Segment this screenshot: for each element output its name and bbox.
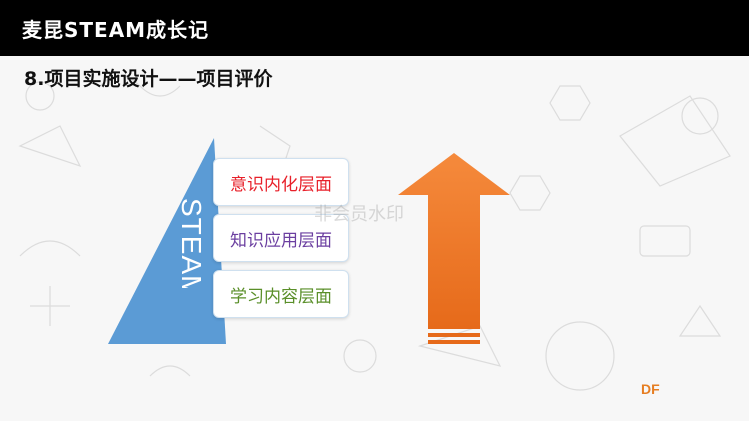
level-box-content: 学习内容层面 bbox=[213, 270, 349, 318]
steam-label: STEAM bbox=[176, 198, 207, 288]
watermark: 非会员水印 bbox=[314, 204, 404, 225]
level-label-application: 知识应用层面 bbox=[230, 231, 332, 251]
level-label-awareness: 意识内化层面 bbox=[230, 175, 332, 195]
science-doodle-background bbox=[18, 75, 731, 391]
df-badge: DF bbox=[641, 381, 660, 397]
section-title: 8.项目实施设计——项目评价 bbox=[24, 68, 273, 90]
level-box-awareness: 意识内化层面 bbox=[213, 158, 349, 206]
level-label-content: 学习内容层面 bbox=[230, 287, 332, 307]
triangle-pyramid-icon bbox=[108, 138, 226, 344]
up-arrow-icon bbox=[398, 153, 510, 344]
level-box-application: 知识应用层面 bbox=[213, 214, 349, 262]
header-bar: 麦昆STEAM成长记 bbox=[0, 0, 749, 56]
header-title: 麦昆STEAM成长记 bbox=[22, 18, 210, 42]
steam-label-svg: STEAM bbox=[176, 198, 207, 288]
